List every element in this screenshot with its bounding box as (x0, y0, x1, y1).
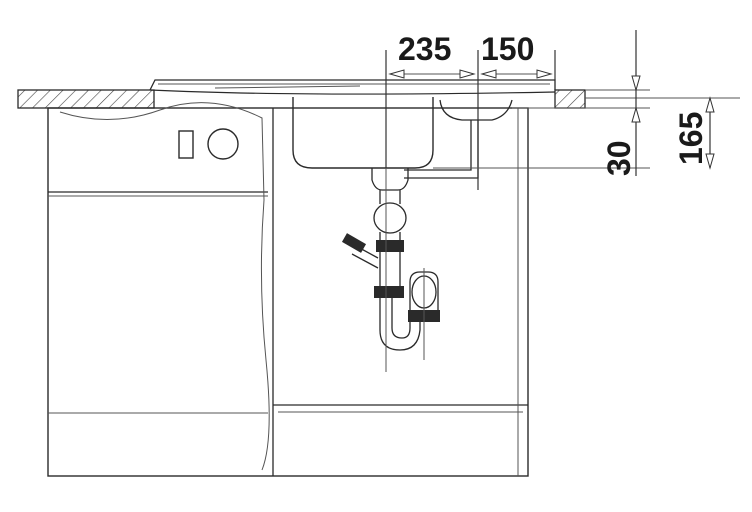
dim-left-width: 235 (398, 31, 451, 67)
base-cabinet (47, 102, 529, 477)
dim-total-depth: 165 (673, 112, 709, 165)
dim-right-width: 150 (481, 31, 534, 67)
switch-icon (178, 130, 194, 159)
knob-icon (207, 128, 239, 160)
dimension-guides (385, 30, 740, 190)
overflow-pipe (404, 120, 479, 179)
dim-bowl-depth: 30 (601, 140, 637, 176)
worktop-left-section (17, 89, 155, 109)
worktop (17, 89, 650, 109)
main-bowl (292, 97, 434, 169)
worktop-right-section (554, 89, 586, 109)
sink-rim (149, 79, 556, 95)
overflow-bowl (439, 99, 513, 121)
siphon-trap (341, 168, 440, 372)
